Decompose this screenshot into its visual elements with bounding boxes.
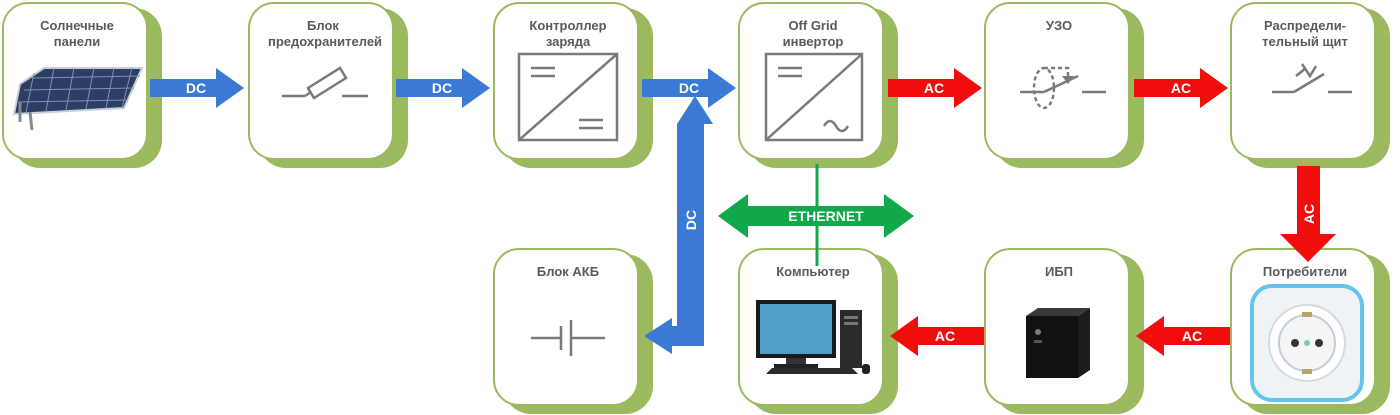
- battery-icon: [531, 320, 605, 356]
- svg-text:AC: AC: [1301, 204, 1317, 224]
- ethernet-link: ETHERNET: [718, 164, 914, 266]
- ac-arrow-panel-to-consumers: AC: [1280, 166, 1336, 262]
- fuse-icon: [282, 66, 368, 100]
- node-title: Блок предохранителей: [268, 18, 383, 49]
- svg-text:DC: DC: [432, 80, 452, 96]
- node-off-grid-inverter: Off Grid инвертор: [738, 2, 898, 168]
- node-charge-controller: Контроллер заряда: [493, 2, 653, 168]
- svg-text:AC: AC: [1182, 328, 1202, 344]
- node-fuse-block: Блок предохранителей: [248, 2, 408, 168]
- node-computer: Компьютер: [738, 248, 898, 414]
- node-title: Потребители: [1262, 264, 1348, 279]
- ac-arrow-rcd-to-panel: AC: [1134, 68, 1228, 108]
- ups-icon: [1026, 308, 1090, 378]
- svg-text:ETHERNET: ETHERNET: [788, 208, 864, 224]
- rcd-switch-icon: [1020, 66, 1106, 110]
- node-solar-panels: Солнечные панели: [2, 2, 162, 168]
- inverter-icon: [764, 52, 864, 142]
- svg-text:AC: AC: [935, 328, 955, 344]
- node-distribution-board: Распредели-тельный щит: [1230, 2, 1390, 168]
- node-title: Контроллер заряда: [529, 18, 607, 49]
- power-socket-icon: [1250, 284, 1364, 402]
- node-title: Off Grid инвертор: [782, 18, 844, 49]
- svg-text:DC: DC: [679, 80, 699, 96]
- svg-text:AC: AC: [924, 80, 944, 96]
- node-battery-block: Блок АКБ: [493, 248, 653, 414]
- node-title: Блок АКБ: [536, 264, 600, 279]
- ac-arrow-ups-to-computer: AC: [890, 316, 984, 356]
- dc-arrow-fuses-to-controller: DC: [396, 68, 490, 108]
- node-title: Распредели-тельный щит: [1262, 18, 1348, 49]
- dc-arrow-controller-to-inverter: DC: [642, 68, 736, 108]
- node-rcd: УЗО: [984, 2, 1144, 168]
- node-title: Солнечные панели: [40, 18, 114, 49]
- ac-arrow-consumers-to-ups: AC: [1136, 316, 1230, 356]
- dc-dc-converter-icon: [517, 52, 619, 142]
- circuit-breaker-icon: [1272, 63, 1352, 94]
- node-title: ИБП: [1044, 264, 1074, 279]
- svg-text:DC: DC: [683, 210, 699, 230]
- computer-icon: [756, 300, 870, 374]
- node-title: УЗО: [1045, 18, 1073, 33]
- svg-text:DC: DC: [186, 80, 206, 96]
- dc-arrow-solar-to-fuses: DC: [150, 68, 244, 108]
- solar-panel-icon: [12, 67, 144, 131]
- dc-arrow-battery-link: DC: [644, 96, 713, 354]
- node-title: Компьютер: [776, 264, 850, 279]
- node-ups: ИБП: [984, 248, 1144, 414]
- svg-text:AC: AC: [1171, 80, 1191, 96]
- ac-arrow-inverter-to-rcd: AC: [888, 68, 982, 108]
